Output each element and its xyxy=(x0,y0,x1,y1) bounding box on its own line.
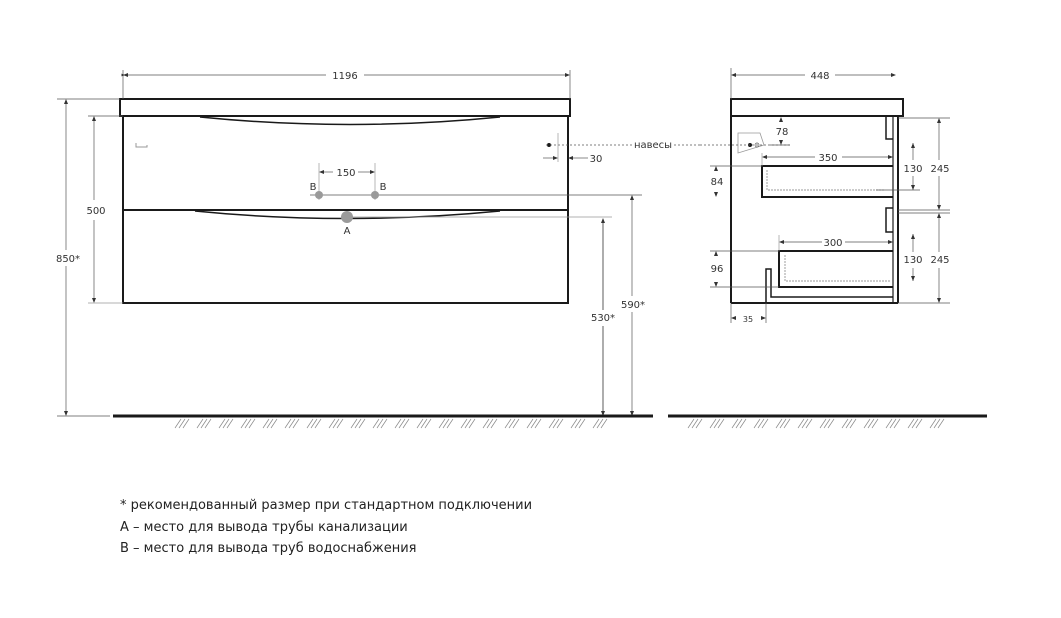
dim-upper-drawer-130: 130 xyxy=(903,164,922,175)
side-countertop xyxy=(730,98,904,117)
upper-drawer xyxy=(761,165,893,198)
label-b-right: B xyxy=(380,182,387,193)
hinge-mark-left xyxy=(135,143,148,148)
dim-offset-30: 30 xyxy=(590,154,603,165)
dim-pipe-b-590: 590* xyxy=(621,300,645,311)
note-pipe-b: B – место для вывода труб водоснабжения xyxy=(120,541,417,556)
dim-hinge-78: 78 xyxy=(776,127,789,138)
floor-hatch-front xyxy=(174,418,608,429)
dim-height-850: 850* xyxy=(56,254,80,265)
dim-upper-gap-84: 84 xyxy=(711,177,724,188)
floor-hatch-side xyxy=(687,418,945,429)
dim-lower-drawer-300: 300 xyxy=(823,238,842,249)
legend: * рекомендованный размер при стандартном… xyxy=(120,495,532,560)
dim-pipe-a-530: 530* xyxy=(591,313,615,324)
countertop xyxy=(119,98,571,117)
lower-drawer xyxy=(778,250,893,288)
dim-upper-drawer-350: 350 xyxy=(818,153,837,164)
dim-width-1196: 1196 xyxy=(332,71,357,82)
dim-lower-section-245: 245 xyxy=(930,255,949,266)
side-view: 448 78 350 84 130 245 300 96 130 245 35 xyxy=(668,68,987,429)
dim-hole-spacing-150: 150 xyxy=(336,168,355,179)
dim-depth-448: 448 xyxy=(810,71,829,82)
label-a: A xyxy=(344,226,351,237)
hinge-point xyxy=(547,143,551,147)
dim-cabinet-500: 500 xyxy=(86,206,105,217)
label-b-left: B xyxy=(310,182,317,193)
dim-upper-section-245: 245 xyxy=(930,164,949,175)
hinge-label: навесы xyxy=(634,140,672,151)
top-drawer-handle xyxy=(199,116,501,126)
note-pipe-a: A – место для вывода трубы канализации xyxy=(120,519,408,535)
dim-lower-gap-96: 96 xyxy=(711,264,724,275)
dim-bottom-offset-35: 35 xyxy=(743,315,753,324)
front-view: 1196 850* 500 150 30 530* 590* A B B нав… xyxy=(56,70,700,429)
note-recommended: * рекомендованный размер при стандартном… xyxy=(120,498,533,513)
dim-lower-drawer-130: 130 xyxy=(903,255,922,266)
